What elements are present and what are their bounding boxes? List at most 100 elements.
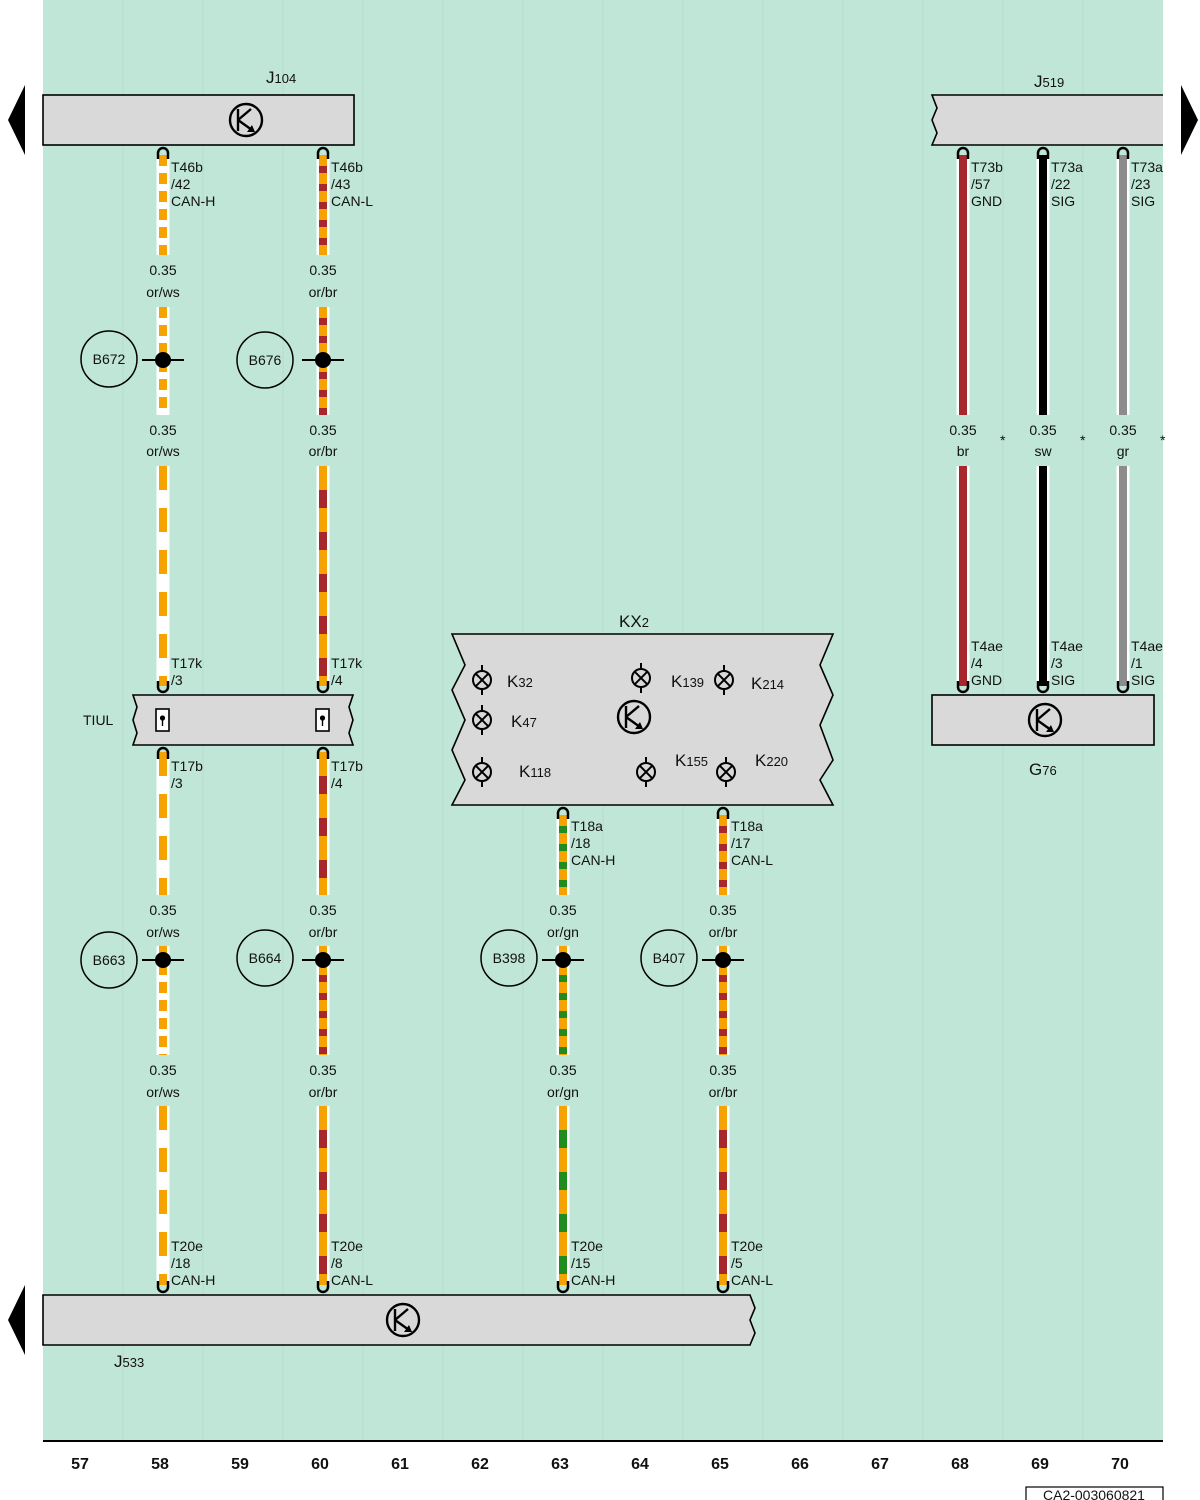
component-J104[interactable] xyxy=(42,94,355,146)
column-number: 62 xyxy=(471,1456,489,1473)
connector-icon xyxy=(315,708,330,732)
asterisk-note: * xyxy=(1080,432,1086,448)
pin-marker xyxy=(1116,146,1130,159)
pin-marker xyxy=(1116,681,1130,694)
pin-marker xyxy=(556,806,570,819)
pin-marker xyxy=(1036,146,1050,159)
continue-left-arrow[interactable] xyxy=(8,85,25,155)
splice-point xyxy=(236,331,344,389)
component-TIUL[interactable] xyxy=(131,694,355,746)
pin-marker xyxy=(556,1281,570,1294)
component-label-J104: J104 xyxy=(266,68,296,87)
component-label-J533: J533 xyxy=(114,1352,144,1371)
component-label-KX2: KX2 xyxy=(619,612,649,631)
splice-label-B663: B663 xyxy=(93,952,126,968)
splice-label-B407: B407 xyxy=(653,950,686,966)
pin-label: T17b/4 xyxy=(331,758,363,791)
lamp-label-K214: K214 xyxy=(751,674,784,693)
column-number: 64 xyxy=(631,1456,649,1473)
column-number: 63 xyxy=(551,1456,569,1473)
column-number: 57 xyxy=(71,1456,89,1473)
component-J533[interactable] xyxy=(42,1294,756,1346)
component-KX2[interactable] xyxy=(450,633,835,806)
pin-marker xyxy=(156,1281,170,1294)
splice-point xyxy=(480,929,584,987)
component-label-TIUL: TIUL xyxy=(83,712,114,728)
component-G76[interactable] xyxy=(931,694,1155,746)
pin-label: T17b/3 xyxy=(171,758,203,791)
component-J519[interactable] xyxy=(930,94,1163,146)
column-number: 61 xyxy=(391,1456,409,1473)
lamp-label-K220: K220 xyxy=(755,751,788,770)
pin-marker xyxy=(156,746,170,759)
splice-point xyxy=(80,330,184,388)
pin-marker xyxy=(316,681,330,694)
pin-marker xyxy=(716,1281,730,1294)
column-number: 70 xyxy=(1111,1456,1129,1473)
lamp-label-K47: K47 xyxy=(511,712,537,731)
lamp-label-K139: K139 xyxy=(671,672,704,691)
component-label-G76: G76 xyxy=(1029,760,1057,779)
pin-marker xyxy=(1036,681,1050,694)
splice-labels: B672 B676 B663 B664 B398 B407 xyxy=(93,351,686,968)
splice-point xyxy=(236,929,344,987)
splice-point xyxy=(80,931,184,989)
splice-label-B664: B664 xyxy=(249,950,282,966)
pin-marker xyxy=(956,681,970,694)
asterisk-note: * xyxy=(1000,432,1006,448)
doc-id-box: CA2-003060821 xyxy=(1025,1486,1164,1500)
doc-id: CA2-003060821 xyxy=(1043,1487,1145,1500)
column-number: 69 xyxy=(1031,1456,1049,1473)
lamp-label-K155: K155 xyxy=(675,751,708,770)
pin-marker xyxy=(316,146,330,159)
pin-label: T17k/4 xyxy=(331,655,363,688)
splice-markers-layer xyxy=(80,330,744,989)
pin-marker xyxy=(156,681,170,694)
column-numbers: 57 58 59 60 61 62 63 64 65 66 67 68 69 7… xyxy=(71,1456,1129,1473)
column-number: 60 xyxy=(311,1456,329,1473)
wires-layer xyxy=(156,155,1130,1285)
column-number: 66 xyxy=(791,1456,809,1473)
splice-label-B672: B672 xyxy=(93,351,126,367)
pin-label: T17k/3 xyxy=(171,655,203,688)
pin-marker xyxy=(156,146,170,159)
splice-point xyxy=(640,929,744,987)
pin-marker xyxy=(716,806,730,819)
pin-marker xyxy=(316,746,330,759)
column-number: 58 xyxy=(151,1456,169,1473)
column-number: 68 xyxy=(951,1456,969,1473)
pin-markers-layer xyxy=(156,146,1130,1294)
column-number: 59 xyxy=(231,1456,249,1473)
splice-label-B398: B398 xyxy=(493,950,526,966)
asterisk-note: * xyxy=(1160,432,1166,448)
connector-icon xyxy=(155,708,170,732)
continue-right-arrow[interactable] xyxy=(1181,85,1198,155)
continue-left-arrow[interactable] xyxy=(8,1285,25,1355)
